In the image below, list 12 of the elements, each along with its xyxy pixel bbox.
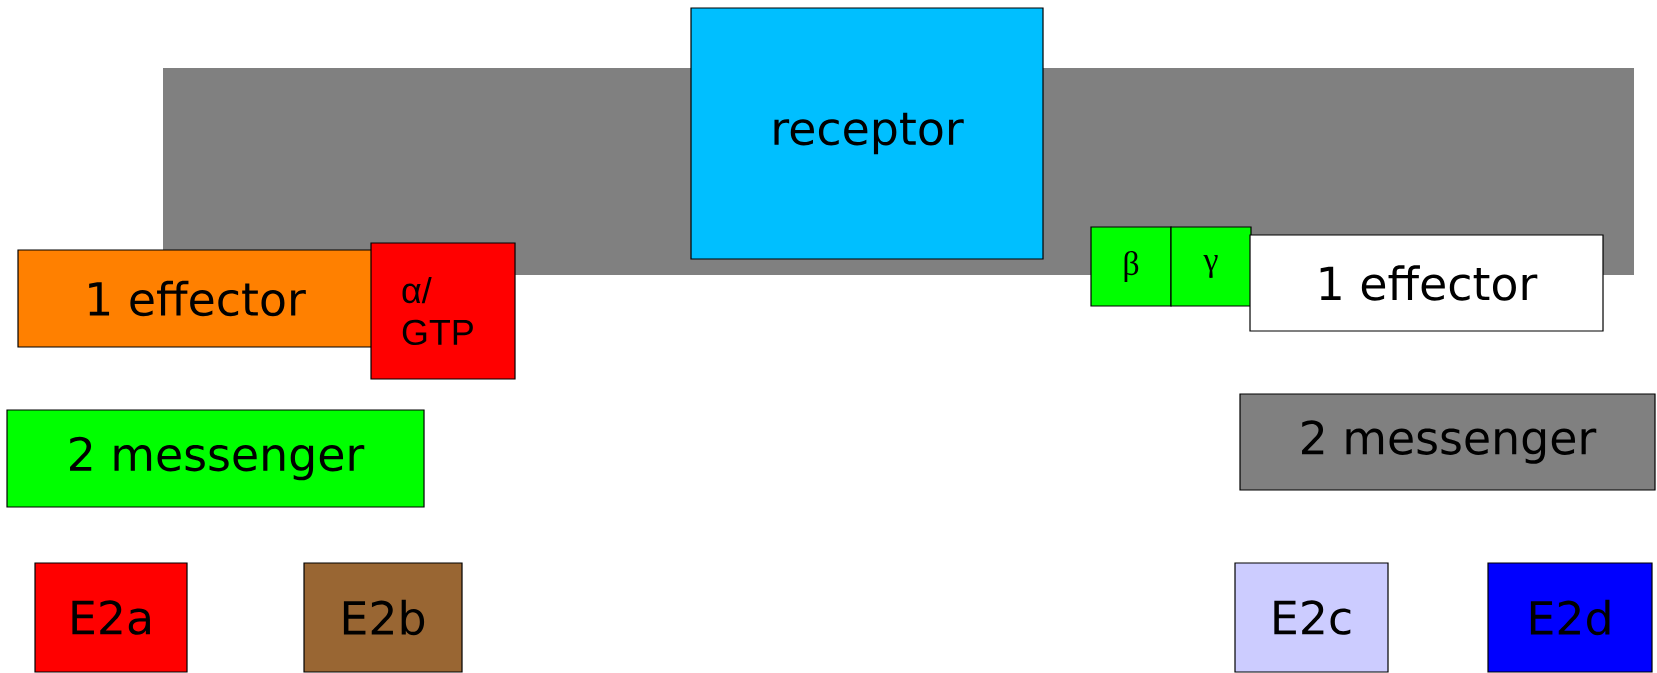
effector-box: E2a <box>34 562 188 673</box>
effector-box: E2c <box>1234 562 1389 673</box>
effector-box: E2d <box>1487 562 1653 673</box>
g-protein-subunit-box: α/ GTP <box>370 242 516 380</box>
effector-box: 1 effector <box>1249 234 1604 332</box>
g-protein-subunit-box: γ <box>1170 226 1252 307</box>
messenger-box: 2 messenger <box>1239 393 1656 491</box>
messenger-box: 2 messenger <box>6 409 425 508</box>
receptor-box: receptor <box>690 7 1044 260</box>
effector-box: E2b <box>303 562 463 673</box>
effector-box: 1 effector <box>17 249 373 348</box>
g-protein-subunit-box: β <box>1090 226 1172 307</box>
